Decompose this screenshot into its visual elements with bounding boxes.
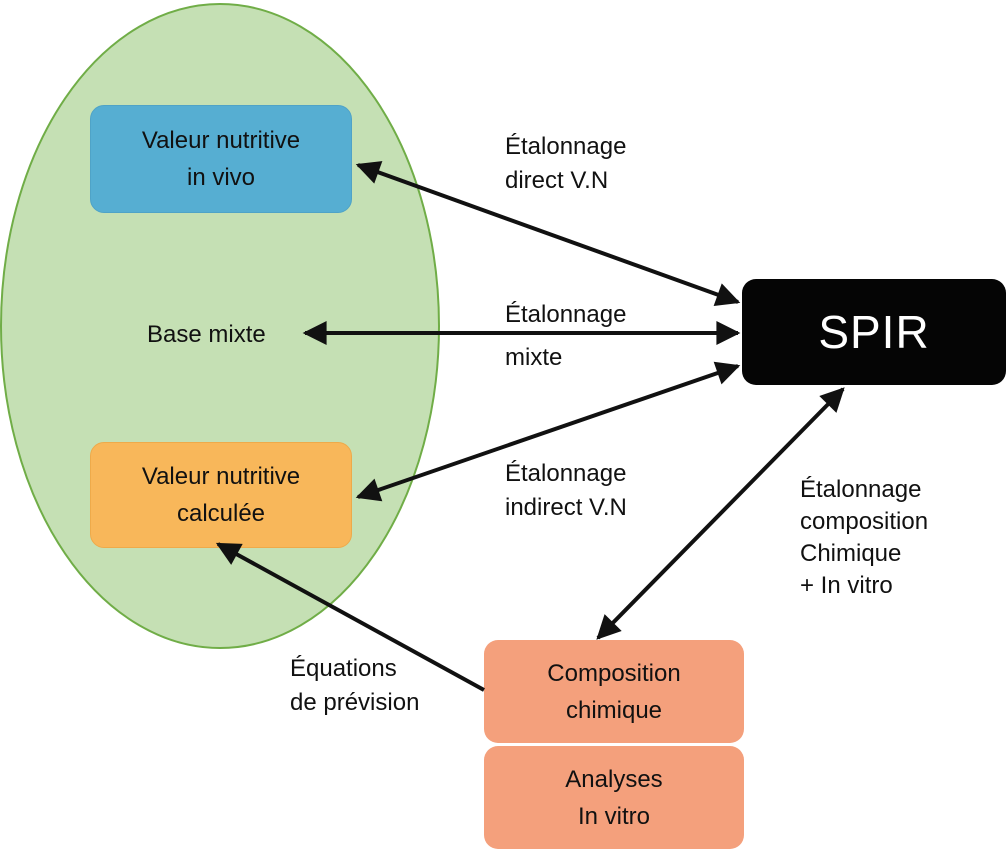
chim-line-1: Étalonnage (800, 476, 922, 503)
valeur-nutritive-calculee-box: Valeur nutritive calculée (90, 442, 352, 548)
chim-line-3: Chimique (800, 540, 902, 567)
mixte-line-1: Étalonnage (505, 301, 627, 328)
chemical-calibration-label: Étalonnage composition Chimique + In vit… (800, 474, 928, 602)
direct-line-2: direct V.N (505, 167, 609, 194)
analyses-line-1: Analyses (565, 765, 663, 793)
spir-box: SPIR (742, 279, 1006, 385)
indirect-calibration-label: Étalonnage indirect V.N (505, 457, 627, 525)
composition-line-1: Composition (547, 659, 681, 687)
calculee-line-2: calculée (176, 500, 266, 527)
mixed-calibration-label: Étalonnage mixte (505, 293, 626, 379)
chim-line-4: + In vitro (800, 572, 893, 599)
invivo-line-2: in vivo (186, 164, 256, 191)
composition-chimique-box: Composition chimique (484, 640, 744, 743)
calculee-line-1: Valeur nutritive (141, 463, 301, 490)
chim-line-2: composition (800, 508, 929, 535)
base-mixte-label: Base mixte (147, 321, 266, 348)
analyses-line-2: In vitro (577, 802, 651, 830)
eq-line-2: de prévision (290, 689, 420, 716)
direct-line-1: Étalonnage (505, 133, 627, 160)
arrow-prediction-equations (215, 542, 485, 692)
direct-calibration-label: Étalonnage direct V.N (505, 130, 626, 198)
eq-line-1: Équations (290, 655, 397, 682)
analyses-in-vitro-box: Analyses In vitro (484, 746, 744, 849)
invivo-line-1: Valeur nutritive (141, 127, 301, 154)
spir-label: SPIR (818, 305, 930, 358)
prediction-equations-label: Équations de prévision (290, 652, 419, 720)
valeur-nutritive-in-vivo-box: Valeur nutritive in vivo (90, 105, 352, 213)
arrow-chemical-calibration (596, 387, 845, 640)
mixte-line-2: mixte (505, 344, 563, 371)
indirect-line-2: indirect V.N (505, 494, 627, 521)
composition-line-2: chimique (565, 696, 663, 724)
indirect-line-1: Étalonnage (505, 460, 627, 487)
arrow-direct-calibration (355, 161, 741, 306)
